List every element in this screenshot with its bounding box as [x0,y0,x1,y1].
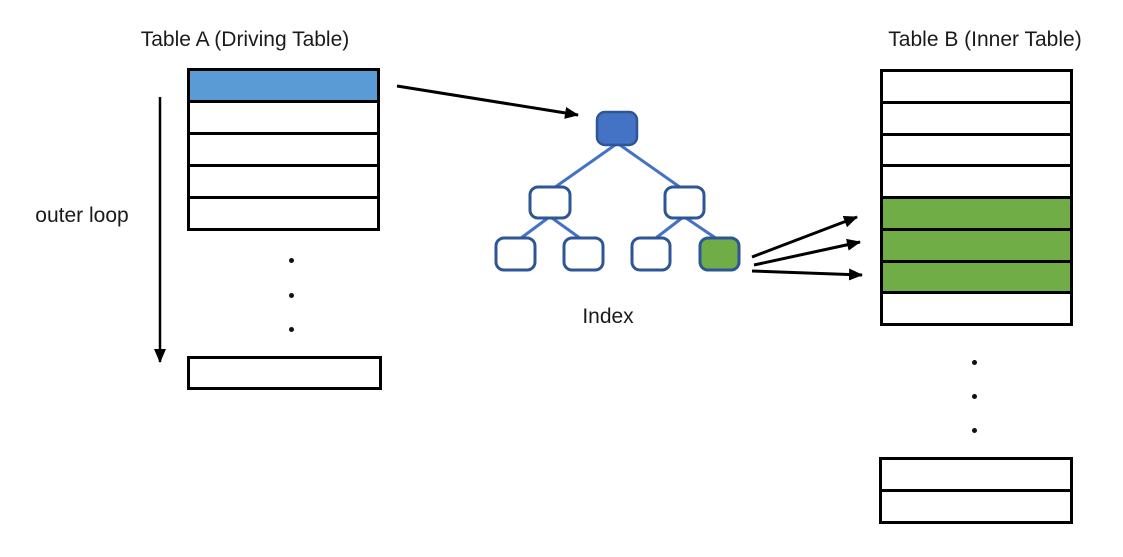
tree-connector [651,216,683,243]
table-row [883,167,1070,199]
index-internal-node [663,185,706,220]
arrow-index-to-row [751,215,858,259]
index-leaf-node [562,236,605,272]
index-leaf-node [494,236,537,272]
tree-connector [516,216,549,243]
index-leaf-node [630,236,672,272]
index-tree-nodes [494,110,741,272]
index-root-node [595,110,639,147]
table-row [882,492,1070,521]
outer-loop-label: outer loop [35,204,129,227]
ellipsis-dot [972,360,977,365]
table-b-bottom [879,457,1073,524]
table-row [883,294,1070,323]
arrow-index-to-row [753,238,861,267]
table-row [190,359,379,387]
arrow-tablea-to-index [396,84,579,119]
index-to-tableb-arrows [751,215,863,281]
table-row-highlighted-green [883,230,1070,263]
index-leaf-node-matched [698,236,741,272]
table-row [190,103,377,135]
index-internal-node [528,185,572,220]
table-row-highlighted-blue [190,71,377,103]
tree-connector [619,143,685,192]
ellipsis-dot [289,292,294,298]
ellipsis-dot [289,258,294,263]
table-b-main [880,69,1073,326]
table-row [190,135,377,167]
table-row [883,135,1070,168]
table-row [882,460,1070,492]
table-row [190,167,377,199]
table-b-ellipsis-dots [972,360,977,433]
arrow-index-to-row [751,268,863,281]
table-row [883,103,1070,136]
index-tree-connectors [516,143,721,243]
tree-connector [551,216,585,243]
table-a-bottom [187,356,382,390]
table-a-title: Table A (Driving Table) [140,28,350,51]
table-a-ellipsis-dots [289,258,294,332]
table-b-title: Table B (Inner Table) [888,28,1082,51]
table-row-highlighted-green [883,199,1070,231]
table-row [190,199,377,228]
index-label: Index [582,305,634,328]
tree-connector [685,216,721,243]
table-a-main [187,68,380,231]
table-row-highlighted-green [883,262,1070,295]
ellipsis-dot [972,394,977,399]
ellipsis-dot [289,327,294,332]
tree-connector [550,143,616,192]
ellipsis-dot [972,428,977,433]
table-row [883,72,1070,104]
